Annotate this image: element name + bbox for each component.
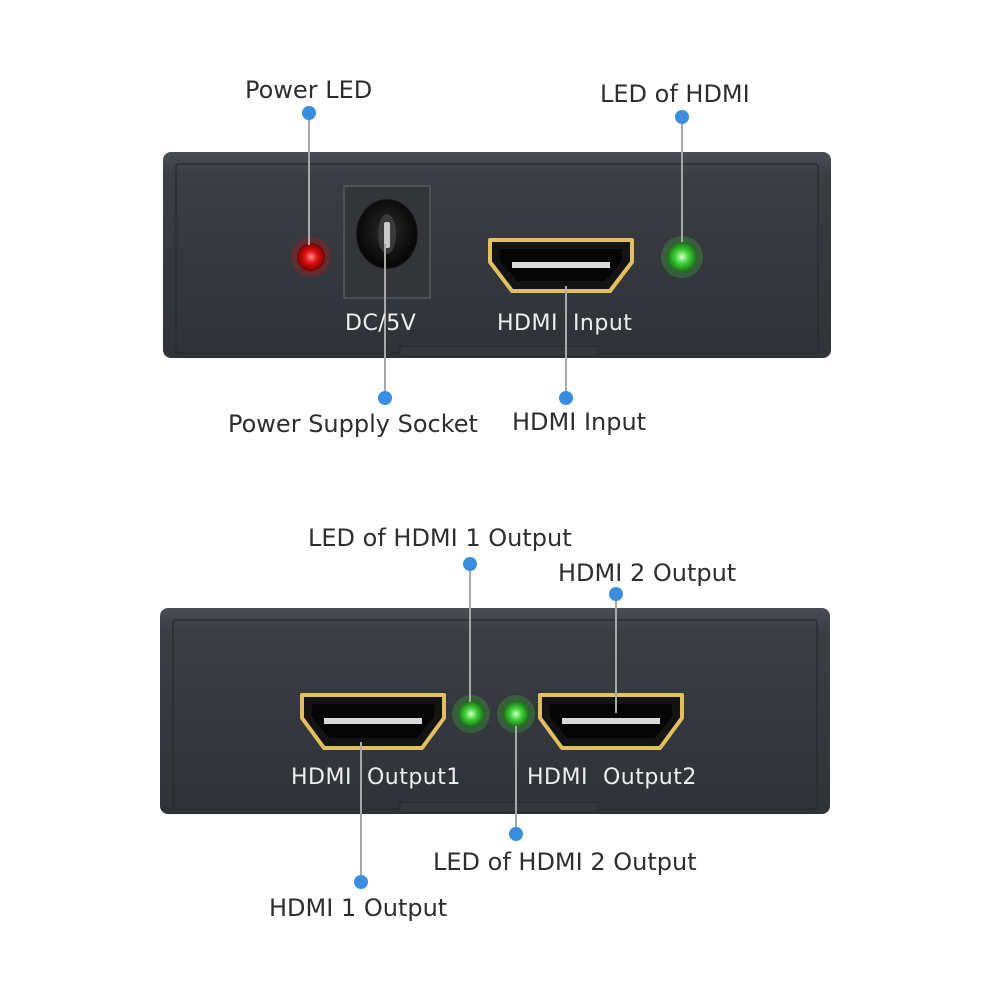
- hdmi2-output-led: [503, 701, 529, 727]
- callout-dot: [354, 875, 368, 889]
- callout-dot: [463, 557, 477, 571]
- led-hdmi1-output-callout: LED of HDMI 1 Output: [308, 524, 572, 552]
- hdmi-output2-port: [538, 693, 684, 750]
- power-supply-socket-callout: Power Supply Socket: [228, 410, 478, 438]
- hdmi1-output-callout: HDMI 1 Output: [269, 894, 448, 922]
- callout-dot: [378, 391, 392, 405]
- callout-dot: [675, 110, 689, 124]
- hdmi-input-callout: HDMI Input: [512, 408, 647, 436]
- power-led: [297, 243, 325, 271]
- input-panel-tab: [399, 345, 599, 357]
- top-callout-leaders: [308, 113, 683, 398]
- callout-dot: [509, 827, 523, 841]
- bottom-callout-dots: [354, 557, 623, 889]
- hdmi-output1-port: [300, 693, 446, 750]
- led-hdmi2-output-callout: LED of HDMI 2 Output: [433, 848, 697, 876]
- hdmi1-output-led: [458, 701, 484, 727]
- bottom-callout-leaders: [360, 564, 617, 882]
- callout-dot: [559, 391, 573, 405]
- output-panel-body: [160, 608, 830, 814]
- hdmi-led: [667, 242, 697, 272]
- hdmi-output2-silkscreen: HDMI Output2: [527, 765, 697, 790]
- dc-5v-silkscreen: DC/5V: [345, 311, 417, 336]
- hdmi-input-silkscreen: HDMI Input: [497, 311, 633, 336]
- top-callout-dots: [302, 106, 689, 405]
- output-panel: [160, 608, 830, 814]
- input-panel: [163, 152, 831, 358]
- callout-dot: [609, 587, 623, 601]
- power-led-callout: Power LED: [245, 76, 373, 104]
- output-panel-tab: [399, 801, 599, 813]
- hdmi2-output-callout: HDMI 2 Output: [558, 559, 737, 587]
- hdmi-output1-silkscreen: HDMI Output1: [291, 765, 461, 790]
- callout-dot: [302, 106, 316, 120]
- power-supply-socket: [343, 185, 431, 299]
- hdmi-input-port: [488, 238, 634, 293]
- led-of-hdmi-callout: LED of HDMI: [600, 80, 750, 108]
